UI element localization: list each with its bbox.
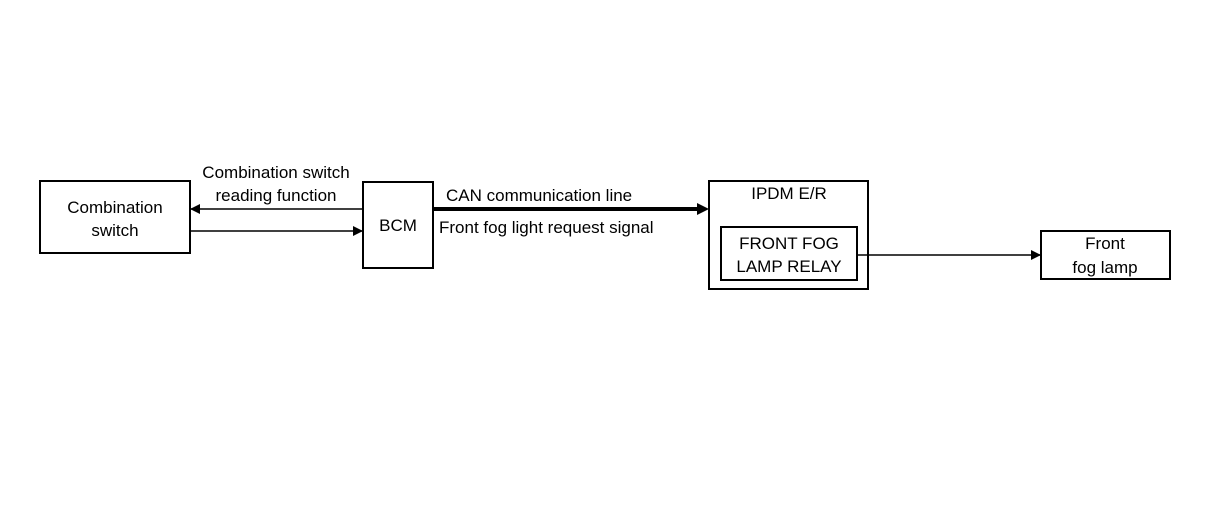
switch-reading-label-line1: Combination switch bbox=[202, 163, 349, 182]
combination-switch-label-line2: switch bbox=[91, 221, 138, 240]
switch-reading-label-line2: reading function bbox=[216, 186, 337, 205]
relay-label-line2: LAMP RELAY bbox=[736, 257, 841, 276]
can-arrow-head bbox=[697, 203, 709, 215]
ipdm-er-label: IPDM E/R bbox=[751, 184, 827, 203]
fog-request-signal-label: Front fog light request signal bbox=[439, 218, 654, 237]
relay-label-line1: FRONT FOG bbox=[739, 234, 839, 253]
combination-switch-label-line1: Combination bbox=[67, 198, 162, 217]
bcm-label: BCM bbox=[379, 216, 417, 235]
ipdm-er-block: IPDM E/R FRONT FOG LAMP RELAY bbox=[708, 180, 869, 290]
front-fog-lamp-label-line2: fog lamp bbox=[1072, 258, 1137, 277]
combination-switch-block: Combination switch bbox=[39, 180, 191, 254]
front-fog-lamp-relay-block: FRONT FOG LAMP RELAY bbox=[720, 226, 858, 281]
front-fog-lamp-block: Front fog lamp bbox=[1040, 230, 1171, 280]
front-fog-lamp-label-line1: Front bbox=[1085, 234, 1125, 253]
can-line-label: CAN communication line bbox=[446, 186, 632, 205]
bcm-block: BCM bbox=[362, 181, 434, 269]
